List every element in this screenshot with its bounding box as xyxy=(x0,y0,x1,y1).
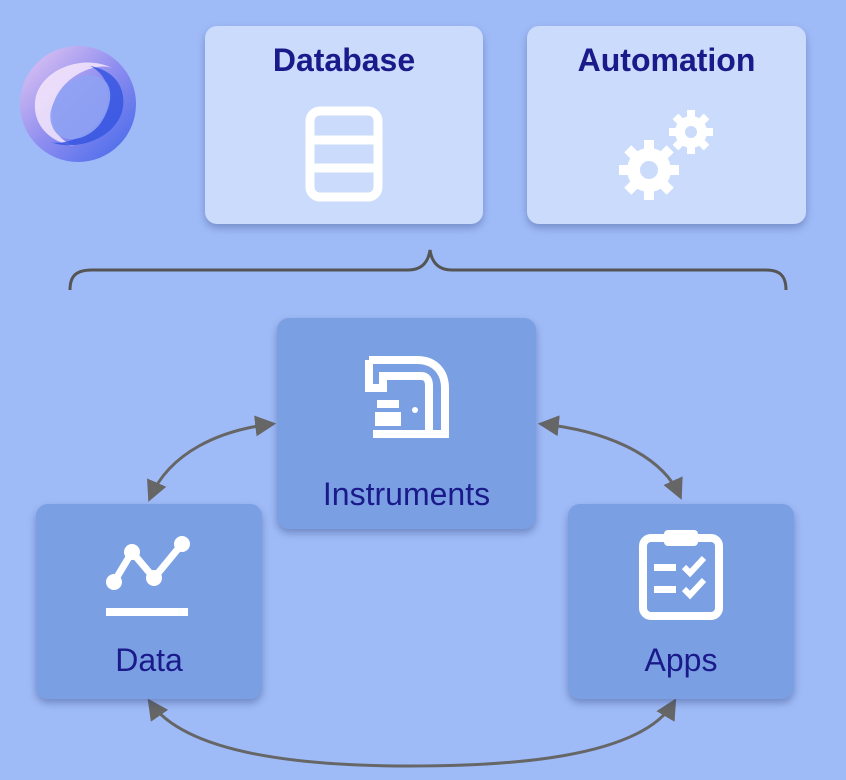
instrument-icon xyxy=(365,356,449,438)
database-icon xyxy=(305,106,383,202)
arrow-data-apps xyxy=(147,698,677,768)
logo-icon xyxy=(20,46,136,162)
clipboard-checklist-icon xyxy=(639,530,723,620)
instruments-label: Instruments xyxy=(322,476,491,512)
arrow-instruments-apps xyxy=(537,415,683,500)
data-box: Data xyxy=(36,504,262,699)
arrow-data-instruments xyxy=(147,415,277,502)
database-title: Database xyxy=(272,42,416,78)
line-chart-icon xyxy=(106,536,190,616)
database-box: Database xyxy=(205,26,483,224)
apps-box: Apps xyxy=(568,504,794,699)
automation-box: Automation xyxy=(527,26,806,224)
automation-title: Automation xyxy=(577,42,756,78)
data-label: Data xyxy=(115,642,183,678)
apps-label: Apps xyxy=(644,642,718,678)
gears-icon xyxy=(619,110,713,200)
instruments-box: Instruments xyxy=(277,318,536,529)
curly-brace xyxy=(68,249,788,291)
